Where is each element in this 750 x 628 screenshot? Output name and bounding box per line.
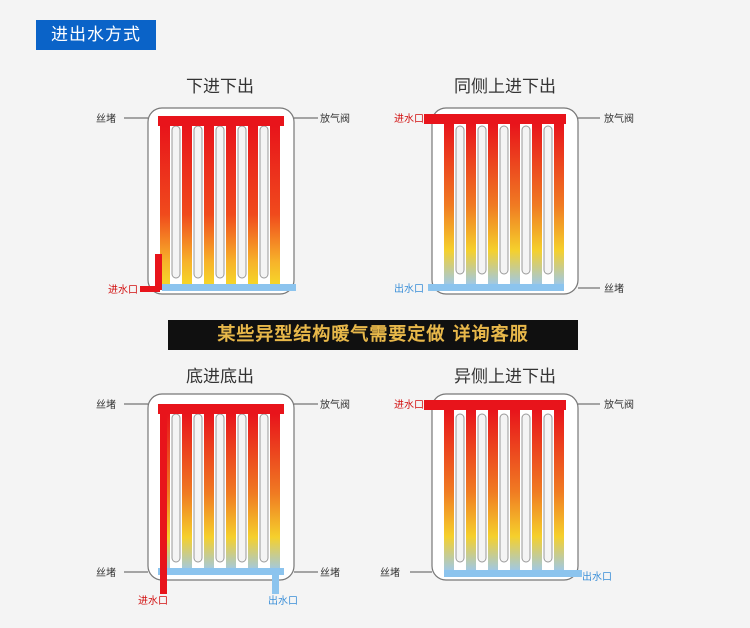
- outlet-label: 出水口: [582, 570, 612, 583]
- diagram-title-opposite-side: 异侧上进下出: [454, 367, 556, 387]
- custom-order-banner: 某些异型结构暖气需要定做 详询客服: [168, 320, 578, 350]
- inlet-label: 进水口: [138, 595, 168, 607]
- inlet-label: 进水口: [108, 284, 138, 296]
- plug-label: 丝堵: [604, 282, 624, 295]
- outlet-label: 出水口: [268, 594, 298, 607]
- diagram-1: [124, 107, 318, 295]
- diagram-2: [424, 107, 600, 295]
- plug-label: 丝堵: [96, 566, 116, 579]
- air-valve-label: 放气阀: [320, 112, 350, 125]
- air-valve-label: 放气阀: [604, 112, 634, 125]
- diagram-4: [410, 393, 600, 581]
- diagram-title-same-side: 同侧上进下出: [454, 77, 556, 97]
- plug-label: 丝堵: [380, 566, 400, 579]
- plug-label: 丝堵: [320, 566, 340, 579]
- plug-label: 丝堵: [96, 398, 116, 411]
- diagram-title-bottom-in-bottom-out-base: 底进底出: [186, 367, 254, 387]
- inlet-label: 进水口: [394, 399, 424, 411]
- plug-label: 丝堵: [96, 112, 116, 125]
- diagram-3: [124, 393, 318, 594]
- inlet-label: 进水口: [394, 113, 424, 125]
- diagram-title-bottom-in-bottom-out: 下进下出: [186, 77, 254, 97]
- air-valve-label: 放气阀: [320, 398, 350, 411]
- section-title-badge: 进出水方式: [36, 20, 156, 50]
- outlet-label: 出水口: [394, 282, 424, 295]
- air-valve-label: 放气阀: [604, 398, 634, 411]
